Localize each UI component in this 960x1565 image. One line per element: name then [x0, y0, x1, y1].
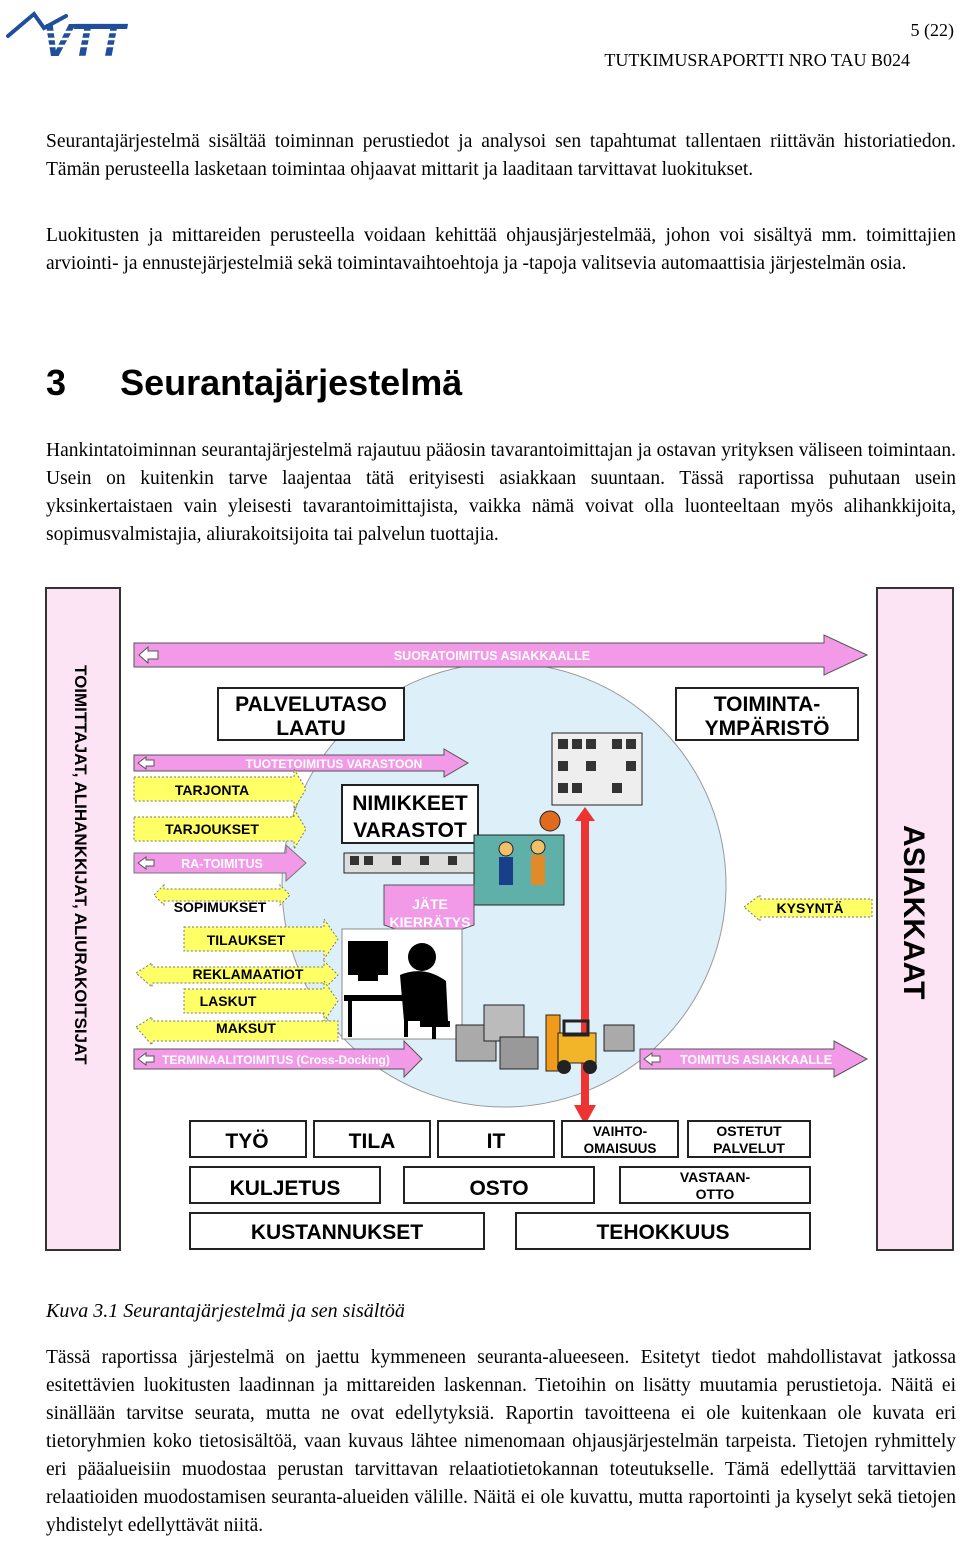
flow-payments: MAKSUT: [216, 1020, 276, 1036]
service-level-line2: LAATU: [276, 717, 346, 740]
section-paragraph: Hankintatoiminnan seurantajärjestelmä ra…: [46, 440, 956, 545]
orders-arrow: [183, 917, 339, 961]
purchased-line2: PALVELUT: [713, 1140, 785, 1156]
purchased-line1: OSTETUT: [716, 1123, 782, 1139]
direct-delivery-label: SUORATOIMITUS ASIAKKAALLE: [394, 649, 590, 663]
work-label: TYÖ: [225, 1130, 268, 1153]
ra-delivery-arrow: [133, 843, 307, 883]
flow-arrows-left: TARJONTA TARJOUKSET RA-TOIMITUS SOPIMUKS…: [133, 767, 339, 1047]
report-id: TUTKIMUSRAPORTTI NRO TAU B024: [604, 50, 910, 70]
flow-complaints: REKLAMAATIOT: [193, 966, 304, 982]
vtt-logo: VTT: [4, 6, 164, 66]
complaints-arrow: [135, 959, 339, 991]
work-box: [189, 1120, 307, 1158]
efficiency-box: [515, 1212, 811, 1250]
transport-label: KULJETUS: [230, 1177, 341, 1200]
flow-quotes: TARJOUKSET: [165, 821, 259, 837]
customer-delivery-label: TOIMITUS ASIAKKAALLE: [680, 1053, 832, 1067]
customers-label: ASIAKKAAT: [897, 825, 930, 999]
offer-arrow: [133, 767, 307, 811]
invoices-arrow: [183, 979, 339, 1023]
transport-box: [189, 1166, 381, 1204]
quotes-arrow: [133, 807, 307, 851]
terminal-delivery-arrow: TERMINAALITOIMITUS (Cross-Docking): [133, 1039, 423, 1079]
intro-paragraph-1: Seurantajärjestelmä sisältää toiminnan p…: [46, 131, 956, 180]
receiving-box: [619, 1166, 811, 1204]
closing-paragraph: Tässä raportissa järjestelmä on jaettu k…: [46, 1347, 956, 1536]
costs-label: KUSTANNUKSET: [251, 1221, 423, 1244]
warehouse-shelves-icon: [343, 732, 643, 874]
suppliers-label: TOIMITTAJAT, ALIHANKKIJAT, ALIURAKOITSIJ…: [71, 665, 90, 1065]
customer-delivery-arrow: TOIMITUS ASIAKKAALLE: [639, 1040, 869, 1078]
workers-illustration-icon: [473, 810, 565, 906]
purchased-services-box: [687, 1120, 811, 1158]
inventory-box: [561, 1120, 679, 1158]
receiving-line1: VASTAAN-: [680, 1169, 751, 1185]
inventory-line2: OMAISUUS: [584, 1141, 657, 1156]
purchasing-label: OSTO: [469, 1177, 528, 1200]
section-heading: 3 Seurantajärjestelmä: [46, 362, 462, 404]
figure-diagram: TOIMITTAJAT, ALIHANKKIJAT, ALIURAKOITSIJ…: [44, 585, 956, 1253]
flow-offer: TARJONTA: [175, 782, 249, 798]
receiving-line2: OTTO: [696, 1186, 735, 1202]
flow-orders: TILAUKSET: [207, 932, 286, 948]
environment-box: [675, 687, 859, 741]
demand-label: KYSYNTÄ: [777, 900, 844, 916]
purchasing-box: [403, 1166, 595, 1204]
terminal-delivery-label: TERMINAALITOIMITUS (Cross-Docking): [162, 1053, 390, 1067]
flow-invoices: LASKUT: [200, 993, 257, 1009]
person-at-computer-icon: [341, 928, 463, 1040]
direct-delivery-arrow: SUORATOIMITUS ASIAKKAALLE: [133, 634, 869, 676]
figure-caption: Kuva 3.1 Seurantajärjestelmä ja sen sisä…: [46, 1300, 405, 1322]
items-line1: NIMIKKEET: [352, 792, 468, 815]
page-number: 5 (22): [910, 20, 955, 40]
flow-ra-delivery: RA-TOIMITUS: [181, 857, 263, 871]
customers-bar: [876, 587, 954, 1251]
flow-down-arrow: [574, 807, 596, 1125]
waste-line2: KIERRÄTYS: [390, 914, 471, 930]
efficiency-label: TEHOKKUUS: [596, 1221, 729, 1244]
warehouse-delivery-arrow: TUOTETOIMITUS VARASTOON: [133, 748, 469, 778]
intro-paragraph-2: Luokitusten ja mittareiden perusteella v…: [46, 225, 956, 274]
environment-line1: TOIMINTA-: [714, 693, 821, 716]
suppliers-bar: [45, 587, 121, 1251]
flow-contracts: SOPIMUKSET: [174, 899, 267, 915]
demand-arrow: KYSYNTÄ: [743, 894, 873, 923]
space-label: TILA: [349, 1130, 396, 1153]
space-box: [313, 1120, 431, 1158]
it-box: [437, 1120, 555, 1158]
inventory-line1: VAIHTO-: [593, 1124, 647, 1139]
payments-arrow: [135, 1016, 339, 1047]
costs-box: [189, 1212, 485, 1250]
crates-forklift-icon: [455, 1004, 635, 1074]
waste-recycling-arrow: JÄTE KIERRÄTYS: [383, 884, 475, 942]
warehouse-delivery-label: TUOTETOIMITUS VARASTOON: [246, 757, 423, 771]
cost-efficiency-boxes: [189, 1120, 811, 1250]
section-title: Seurantajärjestelmä: [120, 362, 463, 403]
environment-line2: YMPÄRISTÖ: [705, 717, 830, 740]
service-level-line1: PALVELUTASO: [235, 693, 387, 716]
it-label: IT: [487, 1130, 506, 1153]
section-number: 3: [46, 362, 67, 403]
service-level-box: [217, 687, 405, 741]
waste-line1: JÄTE: [412, 896, 448, 912]
items-line2: VARASTOT: [353, 819, 467, 842]
items-box: [341, 784, 479, 844]
